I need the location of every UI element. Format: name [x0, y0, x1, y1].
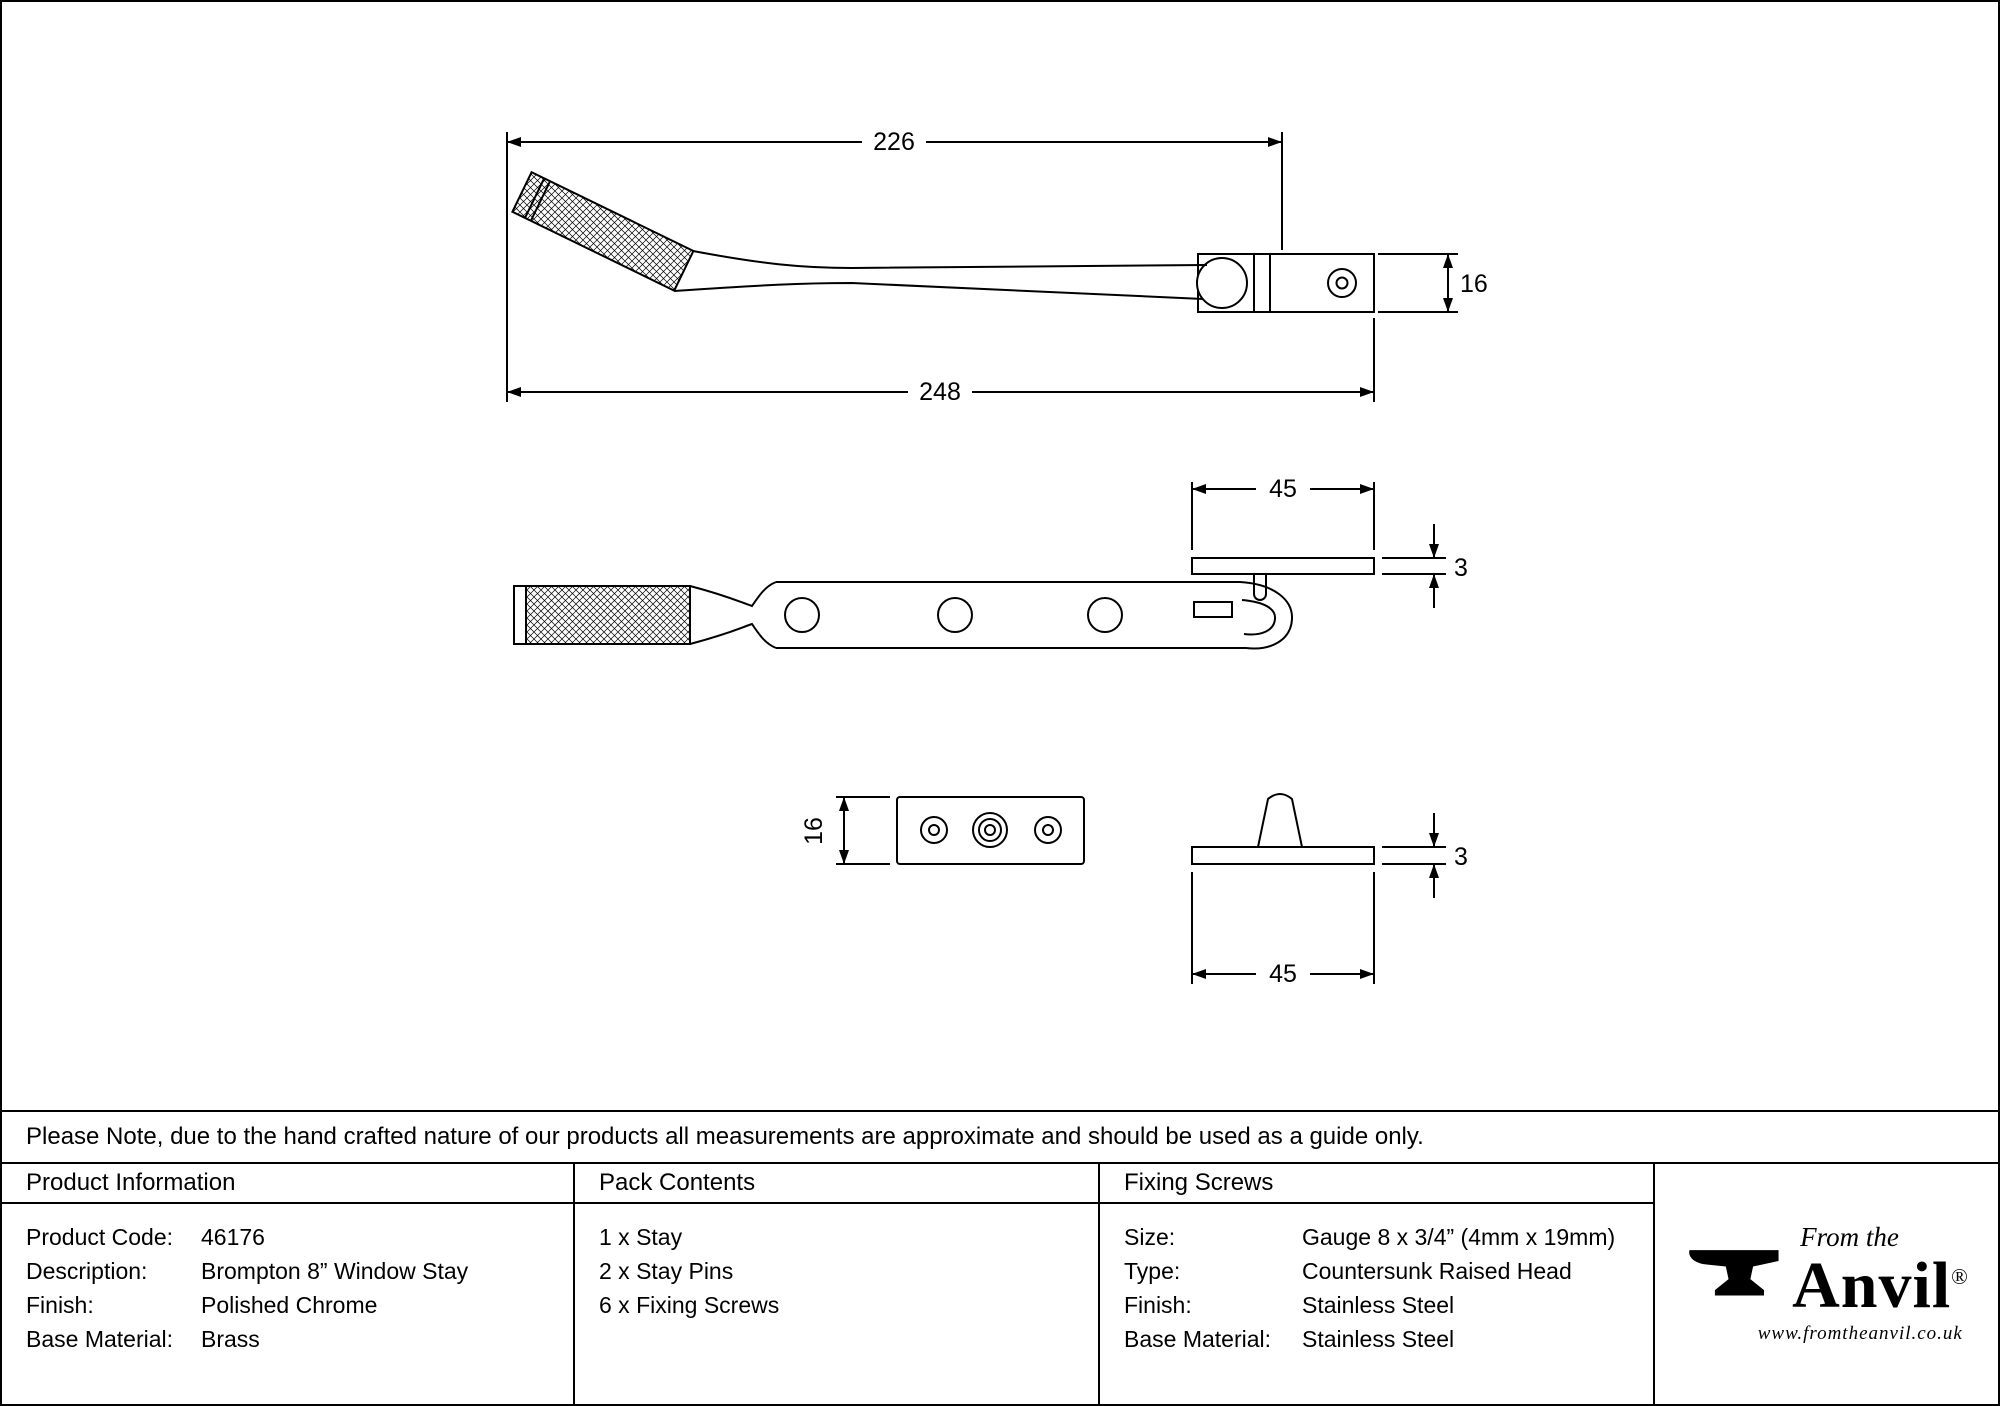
measurement-note-text: Please Note, due to the hand crafted nat… [26, 1123, 1424, 1150]
dim-3-pin-label: 3 [1454, 843, 1468, 871]
registered-mark: ® [1951, 1263, 1969, 1289]
logo-brand-name: Anvil® [1792, 1248, 1969, 1322]
pack-contents-header: Pack Contents [575, 1164, 1098, 1204]
product-info-table: Product Information Product Code: 46176 … [2, 1162, 1998, 1404]
dim-16-keep-label: 16 [800, 817, 828, 845]
logo-website: www.fromtheanvil.co.uk [1757, 1322, 1963, 1344]
field-value: Stainless Steel [1302, 1326, 1455, 1352]
field-value: Polished Chrome [201, 1292, 378, 1318]
brand-logo: From the Anvil® www.fromtheanvil.co.uk [1684, 1221, 1969, 1345]
pack-item: 1 x Stay [599, 1224, 683, 1250]
logo-tagline: From the [1800, 1221, 1899, 1252]
pack-contents-body: 1 x Stay 2 x Stay Pins 6 x Fixing Screws [575, 1204, 1098, 1322]
dim-3-plate-label: 3 [1454, 554, 1468, 582]
screw-row: Base Material: Stainless Steel [1124, 1322, 1629, 1356]
product-row: Description: Brompton 8” Window Stay [26, 1254, 549, 1288]
field-label: Product Code: [26, 1224, 174, 1250]
dim-226-label: 226 [873, 128, 915, 156]
field-label: Base Material: [1124, 1326, 1272, 1352]
dim-16-side-label: 16 [1460, 270, 1488, 298]
product-row: Base Material: Brass [26, 1322, 549, 1356]
product-row: Product Code: 46176 [26, 1220, 549, 1254]
dimension-arrows [507, 137, 1453, 979]
stay-pin-view [1191, 793, 1446, 984]
anvil-icon [1689, 1250, 1779, 1296]
field-value: 46176 [201, 1224, 265, 1250]
pack-item: 2 x Stay Pins [599, 1258, 734, 1284]
side-view [506, 132, 1458, 402]
pack-item: 6 x Fixing Screws [599, 1292, 780, 1318]
dim-248-label: 248 [919, 378, 961, 406]
screw-row: Finish: Stainless Steel [1124, 1288, 1629, 1322]
screw-row: Size: Gauge 8 x 3/4” (4mm x 19mm) [1124, 1220, 1629, 1254]
screw-row: Type: Countersunk Raised Head [1124, 1254, 1629, 1288]
technical-drawing: 226 248 16 45 3 16 3 45 [506, 128, 1488, 988]
pack-contents-column: Pack Contents 1 x Stay 2 x Stay Pins 6 x… [575, 1164, 1100, 1404]
field-label: Type: [1124, 1258, 1181, 1284]
keep-plate-view [836, 796, 1085, 865]
brand-logo-cell: From the Anvil® www.fromtheanvil.co.uk [1655, 1164, 1998, 1404]
fixing-screws-header: Fixing Screws [1100, 1164, 1653, 1204]
field-value: Gauge 8 x 3/4” (4mm x 19mm) [1302, 1224, 1616, 1250]
plan-view [513, 482, 1446, 650]
product-row: Finish: Polished Chrome [26, 1288, 549, 1322]
field-label: Description: [26, 1258, 148, 1284]
field-value: Brompton 8” Window Stay [201, 1258, 469, 1284]
product-information-column: Product Information Product Code: 46176 … [2, 1164, 575, 1404]
field-value: Countersunk Raised Head [1302, 1258, 1572, 1284]
measurement-note: Please Note, due to the hand crafted nat… [2, 1110, 1998, 1162]
field-value: Stainless Steel [1302, 1292, 1455, 1318]
field-label: Size: [1124, 1224, 1176, 1250]
fixing-screws-body: Size: Gauge 8 x 3/4” (4mm x 19mm) Type: … [1100, 1204, 1653, 1356]
dim-45-pin-label: 45 [1269, 960, 1297, 988]
field-value: Brass [201, 1326, 260, 1352]
fixing-screws-column: Fixing Screws Size: Gauge 8 x 3/4” (4mm … [1100, 1164, 1655, 1404]
product-information-body: Product Code: 46176 Description: Brompto… [2, 1204, 573, 1356]
technical-drawing-area: 226 248 16 45 3 16 3 45 [2, 2, 1998, 1110]
dim-45-plate-label: 45 [1269, 475, 1297, 503]
product-information-header: Product Information [2, 1164, 573, 1204]
field-label: Finish: [26, 1292, 94, 1318]
field-label: Finish: [1124, 1292, 1192, 1318]
field-label: Base Material: [26, 1326, 174, 1352]
